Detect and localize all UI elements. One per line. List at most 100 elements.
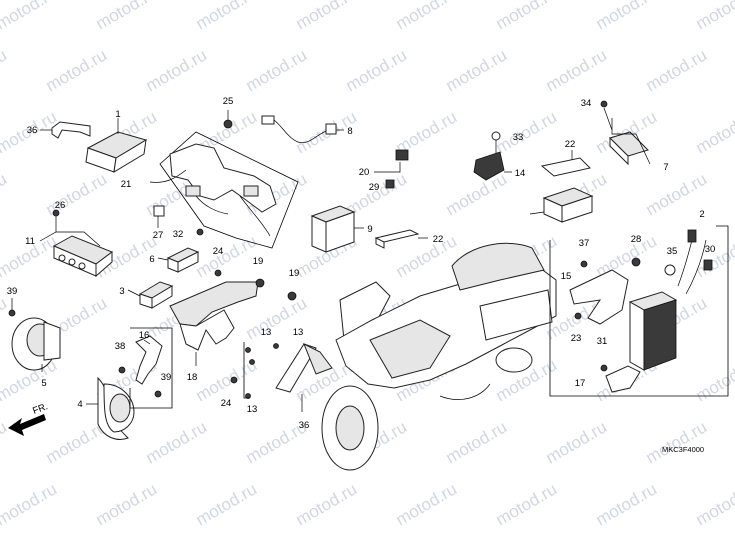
- callout-30[interactable]: 30: [705, 244, 716, 255]
- callout-13-a[interactable]: 13: [261, 327, 272, 338]
- part-horn-4[interactable]: [86, 376, 135, 440]
- part-bracket-22-upper[interactable]: [540, 150, 591, 177]
- bolt-37[interactable]: [580, 260, 588, 268]
- part-control-unit-9[interactable]: [310, 205, 364, 253]
- watermark-text: motod.ru: [593, 0, 661, 33]
- part-sensor-14[interactable]: [473, 131, 512, 181]
- bolt-13-d[interactable]: [245, 393, 251, 399]
- callout-39-left[interactable]: 39: [7, 286, 18, 297]
- callout-35[interactable]: 35: [667, 246, 678, 257]
- callout-15[interactable]: 15: [561, 271, 572, 282]
- group-box-harness: [159, 131, 299, 249]
- part-module-11[interactable]: [39, 209, 114, 278]
- callout-34[interactable]: 34: [581, 98, 592, 109]
- watermark-text: motod.ru: [93, 0, 161, 33]
- callout-29[interactable]: 29: [369, 182, 380, 193]
- callout-8[interactable]: 8: [347, 126, 352, 137]
- nut-35[interactable]: [664, 264, 676, 276]
- part-relay-6[interactable]: [157, 247, 200, 273]
- part-wire-harness-21[interactable]: [149, 110, 277, 237]
- callout-13-b[interactable]: 13: [293, 327, 304, 338]
- callout-13-c[interactable]: 13: [247, 404, 258, 415]
- part-bracket-22-lower[interactable]: [374, 229, 428, 249]
- diagram-code: MKC3F4000: [662, 445, 704, 454]
- watermark-text: motod.ru: [543, 417, 611, 467]
- callout-4[interactable]: 4: [77, 399, 82, 410]
- callout-31[interactable]: 31: [597, 336, 608, 347]
- callout-24-top[interactable]: 24: [213, 246, 224, 257]
- bolt-24-top[interactable]: [214, 269, 222, 277]
- part-horn-5[interactable]: [8, 298, 61, 372]
- callout-14[interactable]: 14: [515, 168, 526, 179]
- callout-6[interactable]: 6: [149, 254, 154, 265]
- part-bracket-top-left[interactable]: [40, 121, 91, 139]
- part-connector-27[interactable]: [153, 205, 165, 228]
- callout-39-right[interactable]: 39: [161, 372, 172, 383]
- part-fuse-box[interactable]: [529, 187, 594, 223]
- part-ecu[interactable]: [85, 118, 148, 173]
- watermark-text: motod.ru: [443, 169, 511, 219]
- callout-32[interactable]: 32: [173, 229, 184, 240]
- nut-19-left[interactable]: [255, 278, 265, 288]
- callout-2[interactable]: 2: [699, 209, 704, 220]
- callout-22-upper[interactable]: 22: [565, 139, 576, 150]
- part-bracket-18[interactable]: [169, 281, 259, 366]
- part-bracket-15[interactable]: [569, 269, 629, 325]
- callout-27[interactable]: 27: [153, 230, 164, 241]
- part-bracket-16[interactable]: [118, 335, 163, 398]
- callout-5[interactable]: 5: [41, 378, 46, 389]
- callout-1[interactable]: 1: [115, 109, 120, 120]
- nut-19-right[interactable]: [287, 291, 297, 301]
- nut-28[interactable]: [631, 257, 641, 267]
- callout-24-bottom[interactable]: 24: [221, 398, 232, 409]
- watermark-text: motod.ru: [693, 479, 735, 529]
- callout-9[interactable]: 9: [367, 224, 372, 235]
- watermark-text: motod.ru: [43, 45, 111, 95]
- watermark-text: motod.ru: [493, 0, 561, 33]
- watermark-text: motod.ru: [643, 417, 711, 467]
- callout-26[interactable]: 26: [55, 200, 66, 211]
- callout-7[interactable]: 7: [663, 162, 668, 173]
- callout-22-lower[interactable]: 22: [433, 234, 444, 245]
- callout-37[interactable]: 37: [579, 238, 590, 249]
- bolt-13-b[interactable]: [249, 359, 255, 365]
- callout-25[interactable]: 25: [223, 96, 234, 107]
- callout-21[interactable]: 21: [121, 179, 132, 190]
- part-regulator-2[interactable]: [628, 229, 713, 371]
- part-bracket-7[interactable]: [600, 100, 651, 166]
- watermark-text: motod.ru: [293, 0, 361, 33]
- callout-11[interactable]: 11: [25, 236, 35, 247]
- group-box-13: [243, 342, 250, 399]
- callout-18[interactable]: 18: [187, 372, 198, 383]
- part-bracket-36-bottom[interactable]: [275, 342, 333, 412]
- bolt-24-bottom[interactable]: [230, 376, 238, 384]
- part-fuse-20[interactable]: [374, 149, 409, 189]
- callout-17[interactable]: 17: [575, 378, 586, 389]
- direction-label: FR.: [31, 401, 49, 417]
- bolt-23[interactable]: [574, 312, 582, 320]
- callout-33[interactable]: 33: [513, 132, 524, 143]
- callout-38[interactable]: 38: [115, 341, 126, 352]
- watermark-text: motod.ru: [543, 45, 611, 95]
- callout-19-a[interactable]: 19: [253, 256, 264, 267]
- callout-36-top[interactable]: 36: [27, 125, 38, 136]
- bolt-13-c[interactable]: [273, 343, 279, 349]
- callout-16[interactable]: 16: [139, 330, 150, 341]
- watermark-text: motod.ru: [0, 45, 10, 95]
- callout-19-b[interactable]: 19: [289, 268, 300, 279]
- watermark-text: motod.ru: [43, 169, 111, 219]
- callout-20[interactable]: 20: [359, 167, 370, 178]
- bolt-13-a[interactable]: [245, 347, 251, 353]
- callout-3[interactable]: 3: [119, 286, 124, 297]
- callout-23[interactable]: 23: [571, 333, 582, 344]
- group-box-right: [549, 225, 729, 397]
- callout-36-bottom[interactable]: 36: [299, 420, 310, 431]
- watermark-text: motod.ru: [493, 107, 561, 157]
- watermark-text: motod.ru: [643, 45, 711, 95]
- bolt-31[interactable]: [600, 364, 608, 372]
- part-sensor-8[interactable]: [261, 115, 344, 144]
- part-cover-17[interactable]: [605, 365, 641, 393]
- watermark-text: motod.ru: [343, 45, 411, 95]
- callout-28[interactable]: 28: [631, 234, 642, 245]
- part-relay-3[interactable]: [127, 281, 174, 309]
